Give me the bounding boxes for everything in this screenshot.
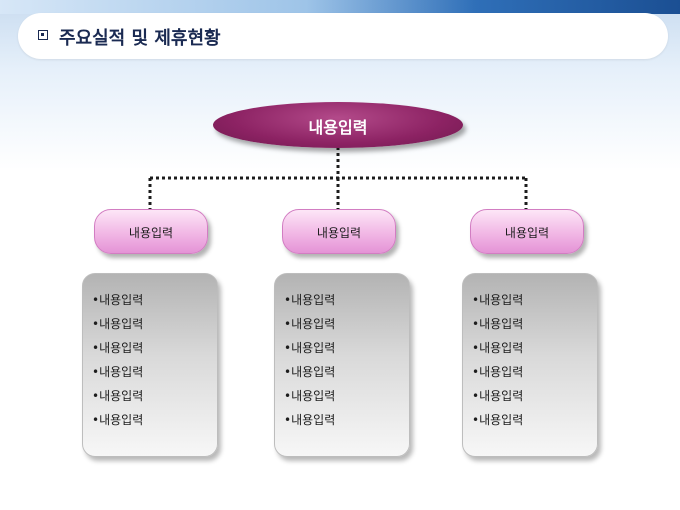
list-item: •내용입력	[92, 389, 144, 403]
branch-node-2: 내용입력	[282, 209, 396, 254]
branch-list-box-3: •내용입력 •내용입력 •내용입력 •내용입력 •내용입력 •내용입력	[462, 273, 598, 457]
root-node: 내용입력	[213, 102, 463, 148]
list-item: •내용입력	[284, 413, 336, 427]
top-decorative-band	[0, 0, 680, 14]
list-item: •내용입력	[92, 317, 144, 331]
root-node-label: 내용입력	[308, 118, 368, 137]
branch-node-1: 내용입력	[94, 209, 208, 254]
list-item: •내용입력	[472, 293, 524, 307]
list-item: •내용입력	[92, 293, 144, 307]
branch-node-label: 내용입력	[316, 226, 362, 240]
list-item: •내용입력	[92, 413, 144, 427]
branch-list-box-2: •내용입력 •내용입력 •내용입력 •내용입력 •내용입력 •내용입력	[274, 273, 410, 457]
list-item: •내용입력	[92, 341, 144, 355]
list-item: •내용입력	[472, 389, 524, 403]
branch-node-label: 내용입력	[504, 226, 550, 240]
list-item: •내용입력	[284, 317, 336, 331]
list-item: •내용입력	[284, 365, 336, 379]
list-item: •내용입력	[284, 341, 336, 355]
list-item: •내용입력	[472, 317, 524, 331]
branch-list-box-1: •내용입력 •내용입력 •내용입력 •내용입력 •내용입력 •내용입력	[82, 273, 218, 457]
list-item: •내용입력	[472, 413, 524, 427]
branch-node-label: 내용입력	[128, 226, 174, 240]
list-item: •내용입력	[472, 341, 524, 355]
list-item: •내용입력	[284, 389, 336, 403]
branch-node-3: 내용입력	[470, 209, 584, 254]
list-item: •내용입력	[284, 293, 336, 307]
page-title: 주요실적 및 제휴현황	[59, 28, 221, 49]
title-bar: 주요실적 및 제휴현황	[18, 13, 668, 59]
list-item: •내용입력	[92, 365, 144, 379]
square-bullet-icon	[38, 30, 48, 40]
list-item: •내용입력	[472, 365, 524, 379]
